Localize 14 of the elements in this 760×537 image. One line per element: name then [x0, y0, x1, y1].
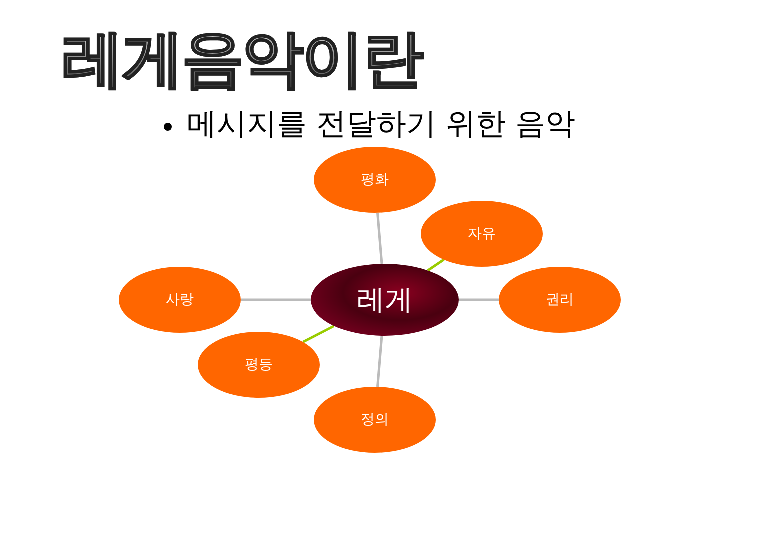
topic-ellipse: 자유: [421, 201, 543, 267]
topic-ellipse: 평등: [198, 332, 320, 398]
connector-line: [302, 325, 335, 344]
connector-line: [427, 258, 445, 272]
connector-line: [376, 336, 384, 388]
topic-ellipse: 평화: [314, 147, 436, 213]
connector-line: [241, 298, 311, 302]
hub-ellipse: 레게: [311, 264, 459, 336]
topic-ellipse: 권리: [499, 267, 621, 333]
connector-line: [459, 298, 499, 302]
topic-ellipse: 사랑: [119, 267, 241, 333]
topic-ellipse: 정의: [314, 387, 436, 453]
connector-line: [376, 212, 384, 264]
bullet-text: 메시지를 전달하기 위한 음악: [187, 106, 576, 144]
